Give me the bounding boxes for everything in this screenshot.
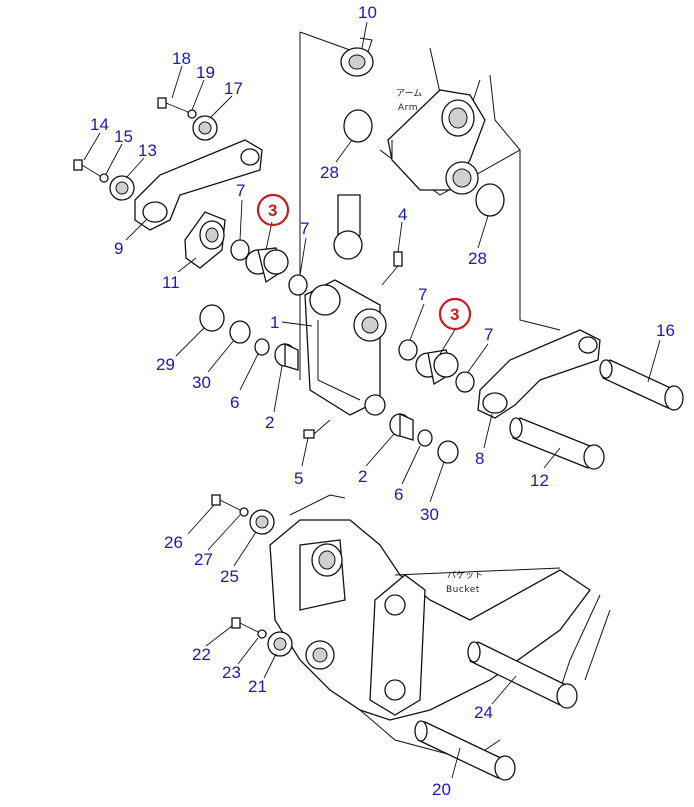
part-21-cap bbox=[267, 631, 293, 657]
part-5-grease-fitting bbox=[303, 419, 331, 439]
part-14-bolt bbox=[73, 159, 101, 177]
callout-15: 15 bbox=[114, 127, 133, 146]
bucket-outline bbox=[269, 494, 611, 761]
part-28-oring-top bbox=[343, 109, 373, 143]
callout-8: 8 bbox=[475, 449, 484, 468]
part-25-cap bbox=[249, 509, 275, 535]
part-19-washer bbox=[187, 109, 197, 119]
callout-7-d: 7 bbox=[484, 325, 493, 344]
arm-label-jp: アーム bbox=[396, 88, 422, 99]
part-2-bushing-left bbox=[274, 342, 299, 371]
callout-14: 14 bbox=[90, 115, 109, 134]
part-1-link bbox=[304, 194, 387, 416]
bucket-label-jp: バケット bbox=[447, 570, 483, 581]
highlight-circle-3-left bbox=[256, 193, 290, 227]
callout-7-b: 7 bbox=[300, 219, 309, 238]
part-15-washer bbox=[99, 173, 109, 183]
part-10-bushing bbox=[340, 37, 374, 77]
part-30-oring-left bbox=[229, 320, 251, 344]
callout-23: 23 bbox=[222, 663, 241, 682]
arm-label-en: Arm bbox=[398, 103, 418, 113]
part-4-grease-fitting bbox=[381, 251, 403, 286]
part-17-cap bbox=[192, 115, 218, 141]
callout-19: 19 bbox=[196, 63, 215, 82]
part-18-bolt bbox=[157, 97, 189, 113]
callout-30-left: 30 bbox=[192, 373, 211, 392]
part-29-washer bbox=[199, 304, 225, 332]
callout-13: 13 bbox=[138, 141, 157, 160]
callouts: 10 18 19 17 14 15 13 28 28 7 3 7 4 9 11 … bbox=[90, 3, 675, 799]
callout-17: 17 bbox=[224, 79, 243, 98]
part-13-cap bbox=[109, 175, 135, 201]
part-6-shim-right bbox=[417, 429, 433, 447]
callout-11: 11 bbox=[162, 273, 180, 292]
callout-28-right: 28 bbox=[468, 249, 487, 268]
part-7-shim-c bbox=[398, 339, 418, 361]
part-24-pin bbox=[467, 641, 578, 709]
callout-6-left: 6 bbox=[230, 393, 239, 412]
part-11-collar bbox=[184, 211, 226, 269]
part-16-pin bbox=[599, 359, 684, 411]
part-28-oring-right bbox=[475, 183, 505, 217]
part-3-bushing-left bbox=[245, 247, 289, 284]
callout-28-top: 28 bbox=[320, 163, 339, 182]
part-7-shim-d bbox=[455, 371, 475, 393]
part-2-bushing-right bbox=[389, 412, 414, 441]
callout-7-c: 7 bbox=[418, 285, 427, 304]
callout-6-right: 6 bbox=[394, 485, 403, 504]
bucket-label-en: Bucket bbox=[446, 585, 480, 595]
part-3-bushing-right bbox=[415, 349, 459, 386]
callout-2-left: 2 bbox=[265, 413, 274, 432]
callout-21: 21 bbox=[248, 677, 267, 696]
callout-20: 20 bbox=[432, 780, 451, 799]
callout-3-left: 3 bbox=[268, 201, 277, 220]
callout-18: 18 bbox=[172, 49, 191, 68]
callout-2-right: 2 bbox=[358, 467, 367, 486]
callout-29: 29 bbox=[156, 355, 175, 374]
callout-4: 4 bbox=[398, 205, 407, 224]
callout-22: 22 bbox=[192, 645, 211, 664]
part-7-shim-b bbox=[288, 274, 308, 296]
part-20-pin bbox=[414, 720, 516, 781]
part-22-bolt bbox=[231, 617, 259, 633]
callout-27: 27 bbox=[194, 550, 213, 569]
part-9-link bbox=[134, 139, 263, 231]
part-12-pin bbox=[509, 417, 605, 470]
part-23-washer bbox=[257, 629, 267, 639]
callout-12: 12 bbox=[530, 471, 549, 490]
part-27-washer bbox=[239, 507, 249, 517]
callout-16: 16 bbox=[656, 321, 675, 340]
callout-7-a: 7 bbox=[236, 181, 245, 200]
part-30-oring-right bbox=[437, 440, 459, 464]
callout-30-right: 30 bbox=[420, 505, 439, 524]
callout-24: 24 bbox=[474, 703, 493, 722]
part-6-shim-left bbox=[254, 338, 270, 356]
part-7-shim-a bbox=[230, 239, 250, 261]
callout-10: 10 bbox=[358, 3, 377, 22]
callout-5: 5 bbox=[294, 469, 303, 488]
leader-lines bbox=[83, 21, 661, 779]
part-26-bolt bbox=[211, 494, 241, 511]
callout-25: 25 bbox=[220, 567, 239, 586]
callout-26: 26 bbox=[164, 533, 183, 552]
part-8-link bbox=[477, 329, 601, 419]
callout-9: 9 bbox=[114, 239, 123, 258]
highlight-circle-3-right bbox=[438, 297, 472, 331]
callout-1: 1 bbox=[270, 313, 279, 332]
callout-3-right: 3 bbox=[450, 305, 459, 324]
arm-outline bbox=[299, 31, 561, 380]
